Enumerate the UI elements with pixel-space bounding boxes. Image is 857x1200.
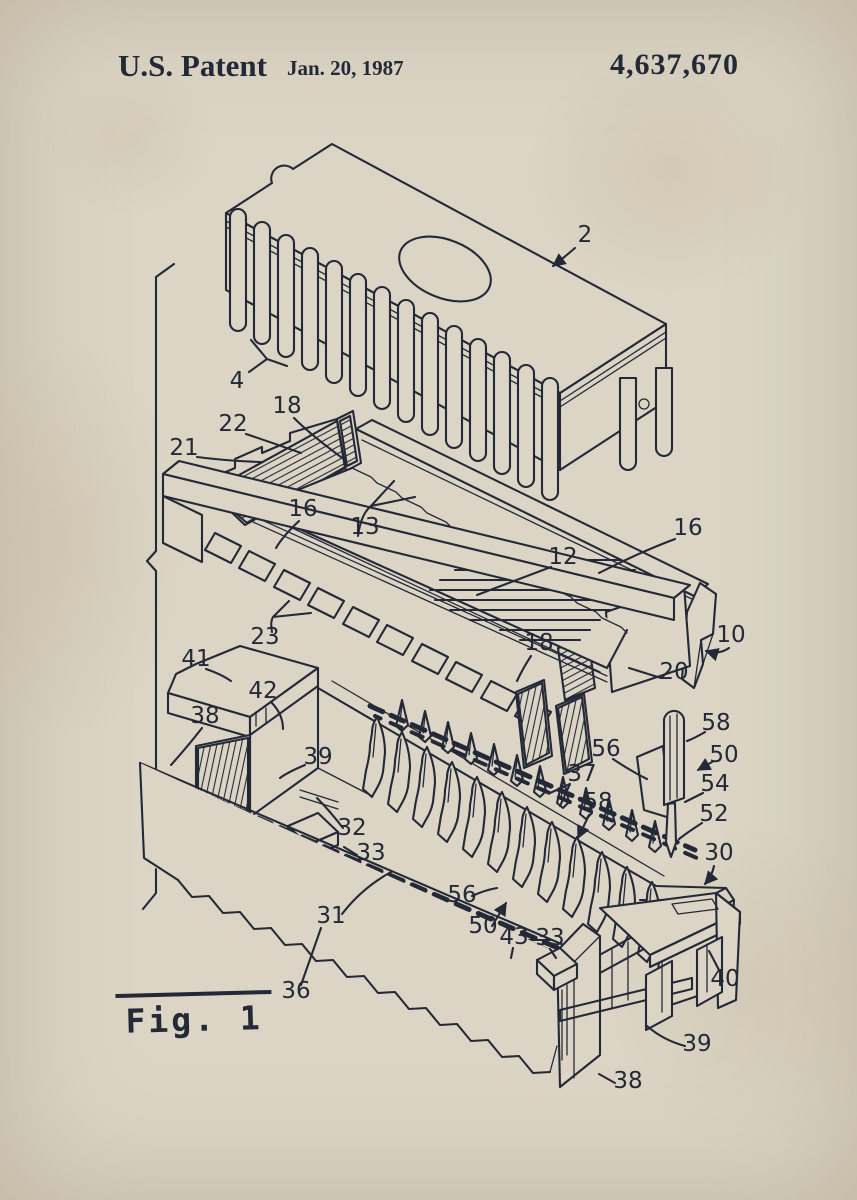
patent-header-date: Jan. 20, 1987	[287, 56, 404, 80]
socket-housing-drawing	[138, 644, 742, 1089]
ref-label-37: 37	[567, 761, 596, 787]
polarity-block-right	[535, 946, 579, 992]
ref-label-50b: 50	[468, 913, 497, 939]
reference-numerals: 2 4 18 22 21 16 13 12 16 10 23 18 20 41 …	[169, 222, 745, 1094]
ref-label-21: 21	[169, 435, 198, 461]
chip-leads	[228, 208, 560, 501]
ref-label-38b: 38	[613, 1068, 642, 1094]
ref-label-2: 2	[578, 222, 593, 248]
latch-bracket	[598, 891, 742, 1032]
ref-label-40: 40	[710, 966, 739, 992]
ref-label-12: 12	[548, 544, 577, 570]
ref-label-38: 38	[190, 703, 219, 729]
detail-contact	[635, 709, 686, 859]
ref-label-52: 52	[699, 801, 728, 827]
ref-label-18b: 18	[524, 630, 553, 656]
patent-header-title: U.S. Patent	[118, 48, 267, 83]
ref-label-31: 31	[316, 903, 345, 929]
ref-label-43: 43	[499, 924, 528, 950]
sawtooth-edge	[176, 878, 552, 1075]
ref-label-32: 32	[337, 815, 366, 841]
chip-top-face	[224, 142, 668, 395]
ref-label-39b: 39	[682, 1031, 711, 1057]
patent-header-number: 4,637,670	[610, 48, 739, 81]
leader-lines	[169, 246, 731, 1085]
ref-label-50: 50	[709, 742, 738, 768]
actuator-bar	[558, 976, 694, 1023]
carrier-teeth	[203, 531, 553, 731]
ref-label-54: 54	[700, 771, 729, 797]
ref-label-22: 22	[218, 411, 247, 437]
ref-label-16b: 16	[673, 515, 702, 541]
ref-label-10: 10	[716, 622, 745, 648]
divider-slot-row	[367, 703, 698, 853]
ref-label-4: 4	[230, 368, 245, 394]
ref-label-42: 42	[248, 678, 277, 704]
ref-label-39: 39	[303, 744, 332, 770]
figure-label: Fig. 1	[115, 989, 273, 1042]
carrier-frame-drawing	[161, 409, 718, 776]
ref-label-23: 23	[250, 624, 279, 650]
ref-label-41: 41	[181, 646, 210, 672]
ref-label-56: 56	[591, 736, 620, 762]
ref-label-58: 58	[701, 710, 730, 736]
ref-label-56b: 56	[447, 882, 476, 908]
key-notch	[255, 707, 267, 727]
ref-label-36: 36	[281, 978, 310, 1004]
ref-label-18: 18	[272, 393, 301, 419]
eprom-window	[398, 235, 492, 303]
ref-label-33b: 33	[535, 925, 564, 951]
ref-label-30: 30	[704, 840, 733, 866]
ref-label-20: 20	[659, 659, 688, 685]
ref-label-16: 16	[288, 496, 317, 522]
ref-label-58b: 58	[583, 789, 612, 815]
ref-label-13: 13	[350, 514, 379, 540]
ref-label-33: 33	[356, 840, 385, 866]
ledge	[299, 789, 339, 810]
chip-package-drawing	[224, 142, 674, 501]
rim-slot-row	[211, 796, 591, 964]
bracket-line	[141, 262, 176, 911]
